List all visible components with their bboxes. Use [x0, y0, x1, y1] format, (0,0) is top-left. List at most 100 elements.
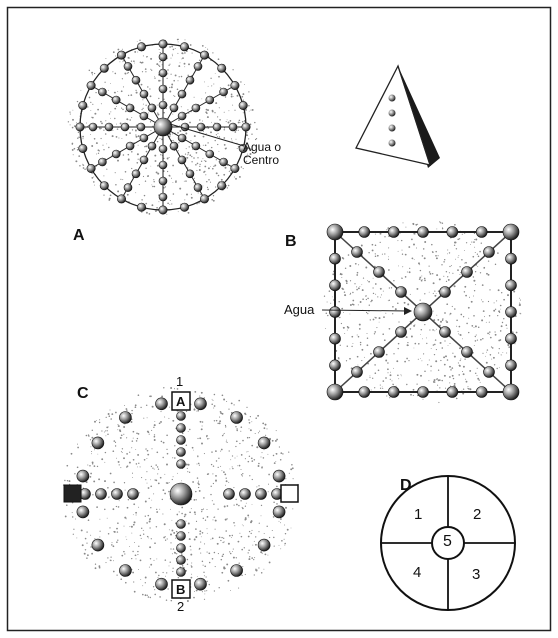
stipple-dot — [151, 204, 153, 206]
stipple-dot — [123, 426, 125, 428]
stone — [197, 123, 205, 131]
stipple-dot — [198, 410, 200, 412]
stipple-dot — [462, 338, 463, 339]
stipple-dot — [419, 277, 421, 279]
stipple-dot — [198, 463, 200, 465]
stone — [462, 347, 473, 358]
stipple-dot — [421, 360, 422, 361]
stipple-dot — [77, 444, 78, 445]
stipple-dot — [79, 165, 81, 167]
stipple-dot — [123, 434, 124, 435]
stipple-dot — [141, 477, 142, 478]
stipple-dot — [156, 511, 158, 513]
stipple-dot — [122, 61, 123, 62]
stipple-dot — [214, 552, 216, 554]
stipple-dot — [170, 387, 172, 389]
stipple-dot — [135, 134, 136, 135]
stipple-dot — [208, 473, 209, 474]
stipple-dot — [368, 252, 369, 253]
stipple-dot — [181, 106, 182, 107]
stipple-dot — [143, 530, 144, 531]
stipple-dot — [151, 500, 152, 501]
stipple-dot — [117, 540, 118, 541]
stipple-dot — [287, 529, 289, 531]
stipple-dot — [451, 367, 453, 369]
stipple-dot — [107, 434, 109, 436]
stipple-dot — [324, 296, 325, 297]
stipple-dot — [204, 160, 205, 161]
stipple-dot — [108, 497, 109, 498]
stipple-dot — [94, 421, 96, 423]
stone — [77, 470, 89, 482]
stipple-dot — [116, 136, 118, 138]
stipple-dot — [78, 132, 79, 133]
stipple-dot — [252, 545, 253, 546]
stipple-dot — [473, 241, 475, 243]
stipple-dot — [499, 348, 500, 349]
stipple-dot — [158, 483, 160, 485]
stipple-dot — [159, 138, 160, 139]
stipple-dot — [149, 521, 151, 523]
stipple-dot — [489, 315, 491, 317]
stipple-dot — [227, 119, 228, 120]
stipple-dot — [70, 114, 71, 115]
stipple-dot — [459, 365, 461, 367]
stipple-dot — [495, 309, 496, 310]
stipple-dot — [124, 553, 125, 554]
stipple-dot — [247, 132, 248, 133]
stipple-dot — [214, 590, 215, 591]
stipple-dot — [90, 473, 92, 475]
stipple-dot — [235, 446, 236, 447]
stipple-dot — [498, 289, 500, 291]
stipple-dot — [343, 327, 345, 329]
stipple-dot — [131, 61, 132, 62]
stipple-dot — [126, 408, 128, 410]
stipple-dot — [178, 142, 179, 143]
stipple-dot — [236, 504, 238, 506]
quadrant-2-label: 2 — [473, 507, 481, 523]
stipple-dot — [465, 262, 467, 264]
stipple-dot — [199, 437, 201, 439]
stipple-dot — [454, 245, 455, 246]
stipple-dot — [475, 373, 476, 374]
stipple-dot — [420, 334, 421, 335]
stipple-dot — [217, 116, 218, 117]
stipple-dot — [154, 439, 156, 441]
stipple-dot — [165, 559, 167, 561]
stipple-dot — [436, 379, 437, 380]
stipple-dot — [354, 283, 355, 284]
stipple-dot — [106, 143, 107, 144]
stipple-dot — [143, 176, 144, 177]
stipple-dot — [405, 276, 407, 278]
stipple-dot — [274, 462, 276, 464]
stone — [156, 578, 168, 590]
stipple-dot — [446, 281, 447, 282]
stipple-dot — [189, 511, 191, 513]
stipple-dot — [215, 520, 217, 522]
stipple-dot — [216, 172, 218, 174]
stipple-dot — [229, 551, 230, 552]
stipple-dot — [159, 422, 161, 424]
stipple-dot — [452, 273, 453, 274]
stipple-dot — [178, 41, 179, 42]
stipple-dot — [261, 572, 263, 574]
stone — [220, 88, 228, 96]
stipple-dot — [160, 52, 161, 53]
stipple-dot — [229, 535, 231, 537]
panel-d-letter: D — [400, 478, 412, 494]
stone — [231, 565, 243, 577]
stipple-dot — [400, 374, 401, 375]
stipple-dot — [500, 309, 501, 310]
stipple-dot — [291, 528, 292, 529]
stipple-dot — [167, 78, 168, 79]
stipple-dot — [187, 468, 188, 469]
stipple-dot — [218, 467, 219, 468]
stipple-dot — [468, 318, 469, 319]
stipple-dot — [138, 159, 139, 160]
stipple-dot — [186, 521, 187, 522]
stipple-dot — [104, 509, 105, 510]
stipple-dot — [130, 94, 132, 96]
stipple-dot — [124, 405, 125, 406]
stipple-dot — [171, 530, 173, 532]
stipple-dot — [245, 458, 246, 459]
